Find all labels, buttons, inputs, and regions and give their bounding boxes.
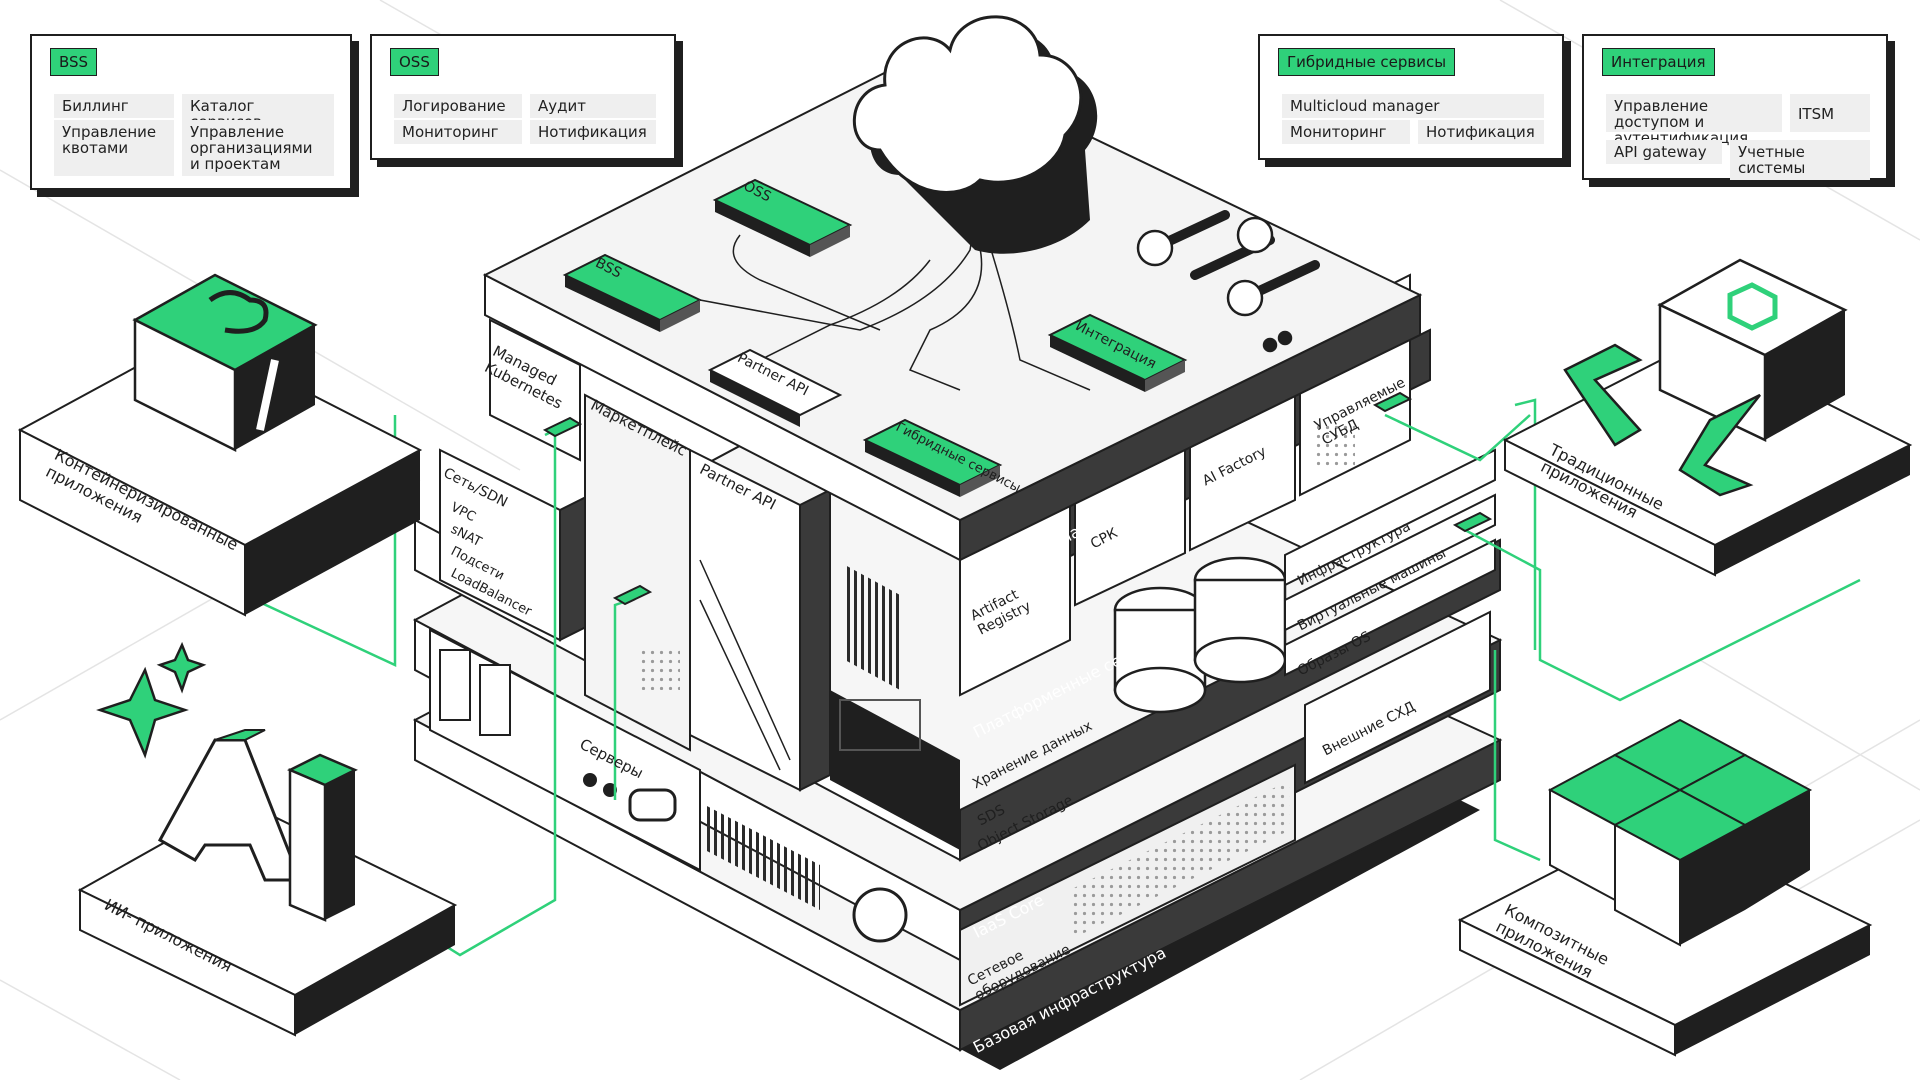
network-equipment-panel: [705, 565, 1296, 1007]
dark-data-panel: [830, 690, 960, 850]
card-hybrid-multicloud: Multicloud manager: [1282, 94, 1544, 118]
network-sdn-box: [439, 448, 591, 642]
card-oss: OSS Логирование Аудит Мониторинг Нотифик…: [370, 34, 676, 160]
external-storage-box: [1304, 610, 1491, 785]
card-integration-accounting: Учетные системы: [1730, 140, 1870, 180]
top-block-bss: [562, 253, 703, 332]
card-integration-access: Управление доступом и аутентификация: [1606, 94, 1782, 146]
card-integration-badge: Интеграция: [1602, 48, 1715, 76]
card-oss-monitoring: Мониторинг: [394, 120, 522, 144]
card-bss-quotas: Управление квотами: [54, 120, 174, 176]
code-brackets-icon: [1563, 343, 1761, 497]
database-stack-icon: [1113, 556, 1287, 714]
top-block-hybrid: [862, 418, 1003, 497]
card-oss-notification: Нотификация: [530, 120, 656, 144]
card-integration: Интеграция Управление доступом и аутенти…: [1582, 34, 1888, 180]
card-hybrid: Гибридные сервисы Multicloud manager Мон…: [1258, 34, 1564, 160]
card-bss-badge: BSS: [50, 48, 98, 76]
card-hybrid-notification: Нотификация: [1418, 120, 1544, 144]
top-block-oss: [712, 178, 853, 257]
sparkle-icon: [96, 641, 207, 759]
marketplace-panel: [584, 393, 691, 752]
card-bss-billing: Биллинг: [54, 94, 174, 118]
kubernetes-icon: [132, 273, 318, 453]
card-bss: BSS Биллинг Каталог сервисов Управление …: [30, 34, 352, 190]
top-block-partner-api: [707, 348, 843, 427]
port-connectors: [542, 391, 1493, 606]
card-oss-badge: OSS: [390, 48, 439, 76]
cloud-icon: [852, 15, 1098, 254]
slider-controls: [1136, 210, 1320, 353]
partner-api-panel: [689, 448, 831, 792]
top-block-integration: [1047, 313, 1188, 392]
card-integration-itsm: ITSM: [1790, 94, 1870, 132]
card-hybrid-badge: Гибридные сервисы: [1278, 48, 1456, 76]
card-oss-audit: Аудит: [530, 94, 656, 118]
infrastructure-stack: [1284, 448, 1496, 677]
ai-letters-icon: [157, 729, 358, 922]
card-bss-orgs: Управление организациями и проектам: [182, 120, 334, 176]
servers-rack: [429, 628, 701, 872]
card-oss-logging: Логирование: [394, 94, 522, 118]
top-platform-slab: [482, 53, 1423, 562]
card-hybrid-monitoring: Мониторинг: [1282, 120, 1410, 144]
composite-cubes-icon: [1547, 718, 1813, 947]
card-integration-api-gateway: API gateway: [1606, 140, 1722, 164]
